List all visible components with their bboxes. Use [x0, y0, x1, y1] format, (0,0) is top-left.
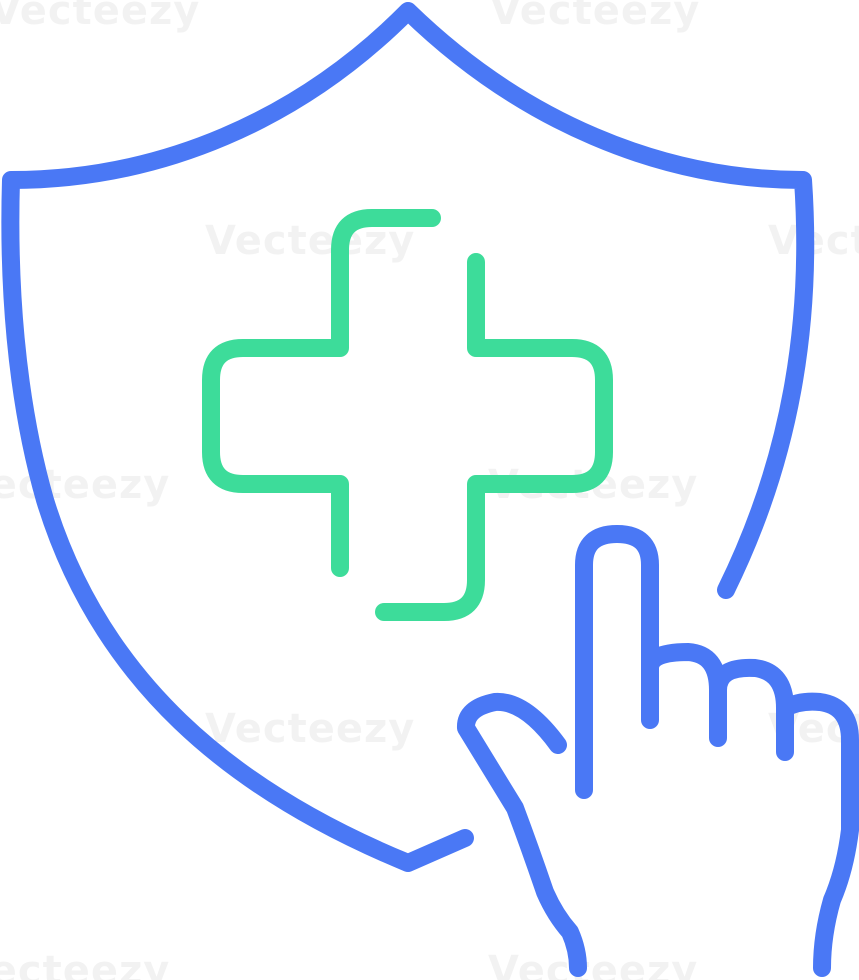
pointing-hand-icon [457, 525, 859, 977]
medical-cross-icon [202, 209, 613, 621]
hand-outline [457, 525, 859, 977]
shield-outline [1, 2, 815, 872]
shield-icon [1, 2, 815, 872]
cross-outline [202, 209, 613, 621]
